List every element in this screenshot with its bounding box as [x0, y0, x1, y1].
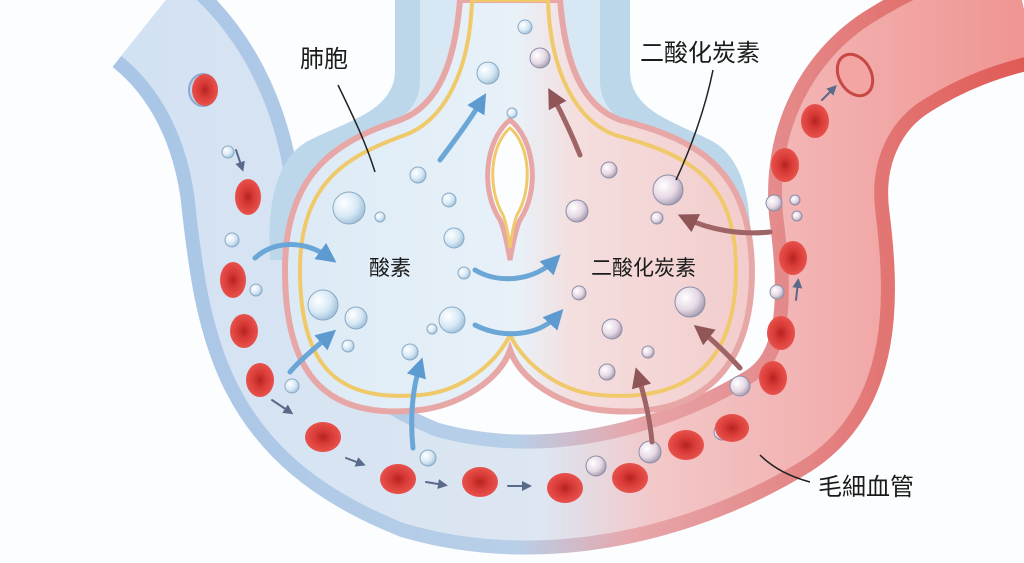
gas-bubble-icon — [284, 378, 300, 394]
gas-bubble-icon — [565, 199, 589, 223]
red-blood-cell-icon — [462, 467, 498, 497]
flow-arrow-icon — [472, 254, 561, 282]
gas-bubble-icon — [341, 339, 355, 353]
gas-bubble-icon — [344, 306, 368, 330]
gas-bubble-icon — [791, 210, 803, 222]
oxygen-flow-arrows — [252, 93, 564, 451]
leader-lines — [337, 69, 811, 483]
flow-arrow-icon — [548, 87, 583, 158]
gas-bubble-icon — [769, 284, 785, 300]
gas-bubble-icon — [419, 449, 437, 467]
gas-bubble-icon — [249, 283, 263, 297]
gas-bubble-icon — [438, 306, 466, 334]
vessel-opening-right — [835, 52, 875, 98]
gas-bubble-icon — [441, 192, 457, 208]
flow-arrow-icon — [252, 242, 337, 263]
flow-arrow-icon — [437, 93, 487, 163]
gas-bubble-icon — [571, 285, 587, 301]
co2-top-leader-line — [675, 69, 714, 181]
flow-arrow-icon — [235, 149, 245, 172]
capillary-leader-line — [759, 454, 811, 483]
red-blood-cell-icon — [668, 430, 704, 460]
alveolus-leader-line — [337, 84, 376, 173]
gas-bubble-icon — [426, 323, 438, 335]
gas-bubble-icon — [789, 194, 801, 206]
gas-bubble-icon — [652, 174, 684, 206]
red-blood-cell-icon — [380, 464, 416, 494]
flow-arrow-icon — [425, 479, 448, 489]
red-blood-cell-icon — [771, 148, 799, 182]
gas-bubble-icon — [476, 61, 500, 85]
gas-bubble-icon — [650, 211, 664, 225]
red-blood-cell-icon — [305, 422, 341, 452]
flow-arrow-icon — [677, 214, 773, 236]
gas-bubble-icon — [332, 191, 366, 225]
red-blood-cell-icon — [235, 179, 261, 215]
gas-bubble-icon — [729, 375, 751, 397]
red-blood-cell-icon — [230, 314, 258, 348]
gas-bubble-icon — [457, 266, 471, 280]
red-blood-cell-icon — [715, 414, 749, 442]
gas-bubble-icon — [221, 145, 235, 159]
gas-bubble-icon — [674, 286, 706, 318]
red-blood-cells — [192, 74, 829, 503]
gas-bubble-icon — [443, 227, 465, 249]
flow-arrow-icon — [631, 367, 655, 445]
gas-bubble-icon — [374, 211, 386, 223]
red-blood-cell-icon — [220, 262, 246, 298]
alveolus — [281, 0, 756, 415]
red-blood-cell-icon — [759, 361, 787, 395]
flow-arrow-icon — [693, 325, 743, 371]
gas-bubble-icon — [506, 107, 518, 119]
capillary-label: 毛細血管 — [818, 473, 914, 501]
gas-bubble-icon — [409, 166, 427, 184]
red-blood-cell-icon — [801, 104, 829, 138]
flow-arrow-icon — [472, 309, 564, 337]
co2-inside-label: 二酸化炭素 — [591, 256, 696, 280]
gas-bubble-icon — [224, 232, 240, 248]
red-blood-cell-icon — [767, 316, 795, 350]
flow-arrow-icon — [821, 85, 837, 101]
oxygen-label: 酸素 — [369, 256, 411, 280]
co2-flow-arrows — [548, 87, 773, 445]
gas-bubbles — [221, 19, 803, 477]
gas-bubble-icon — [585, 455, 607, 477]
red-blood-cell-icon — [612, 463, 648, 493]
gas-bubble-icon — [765, 194, 783, 212]
gas-bubble-icon — [598, 363, 616, 381]
gas-bubble-icon — [517, 19, 533, 35]
red-blood-cell-icon — [779, 241, 807, 275]
alveolus-label: 肺胞 — [300, 45, 348, 73]
red-blood-cell-icon — [246, 363, 274, 397]
flow-arrow-icon — [271, 399, 294, 415]
gas-bubble-icon — [600, 161, 618, 179]
gas-bubble-icon — [641, 345, 655, 359]
gas-bubble-icon — [307, 289, 339, 321]
flow-arrow-icon — [287, 329, 337, 375]
red-blood-cell-icon — [192, 74, 218, 106]
gas-bubble-icon — [638, 440, 662, 464]
flow-arrow-icon — [792, 278, 803, 301]
gas-bubble-icon — [401, 343, 419, 361]
gas-bubble-icon — [529, 47, 551, 69]
co2-top-label: 二酸化炭素 — [640, 39, 760, 67]
flow-arrow-icon — [345, 457, 366, 467]
blood-flow-arrows — [235, 85, 837, 491]
red-blood-cell-icon — [547, 473, 583, 503]
flow-arrow-icon — [406, 357, 426, 451]
gas-bubble-icon — [601, 318, 623, 340]
